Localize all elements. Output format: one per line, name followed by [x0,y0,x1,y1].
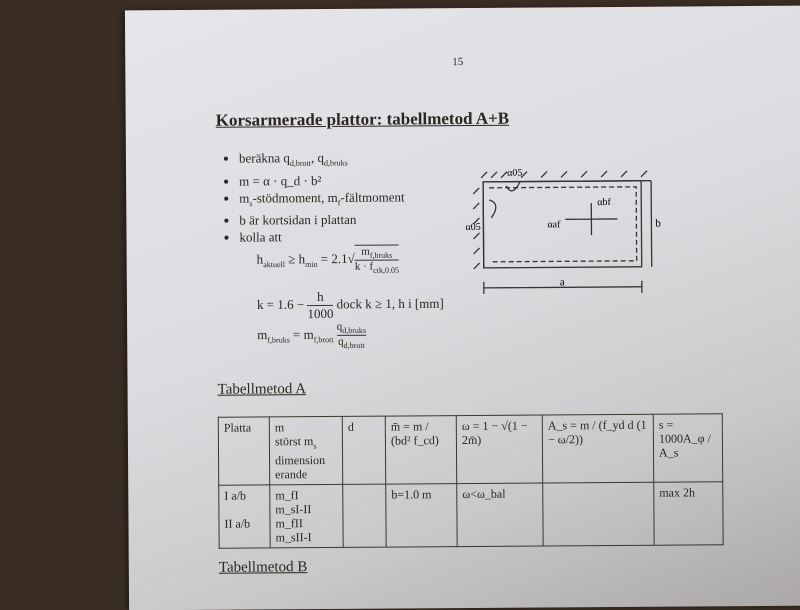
header-cell: A_s = m / (f_yd d (1 − ω/2)) [542,414,653,483]
page-number: 15 [452,56,463,68]
table-cell: b=1.0 m [386,484,457,547]
side-a-label: a [560,276,565,288]
table-cell: max 2h [654,482,723,545]
section-b-heading: Tabellmetod B [219,559,308,577]
alpha-af-label: αaf [547,219,561,230]
section-a-heading: Tabellmetod A [218,381,307,399]
alpha-s-left-label: α05 [465,222,480,233]
header-cell: ω = 1 − √(1 − 2m̄) [456,415,542,484]
document-page: 15 Korsarmerade plattor: tabellmetod A+B… [125,6,800,610]
plate-diagram: α05 α05 αbf αaf b a [461,157,682,309]
bullet-list: beräkna qd,brott, qd,bruks m = α · q_d ·… [221,148,405,245]
bullet-item: beräkna qd,brott, qd,bruks [239,148,405,172]
alpha-bf-label: αbf [597,197,611,208]
bullet-item: kolla att [239,228,405,246]
bullet-item: m = α · q_d · b² [239,171,405,189]
side-b-label: b [655,218,661,230]
bullet-item: ms-stödmoment, mf-fältmoment [239,188,405,212]
bullet-item: b är kortsidan i plattan [239,211,405,229]
page-title: Korsarmerade plattor: tabellmetod A+B [216,109,510,131]
header-cell: m̄ = m / (bd² f_cd) [385,416,456,485]
table-cell: ω<ω_bal [457,483,543,547]
header-cell: d [342,416,385,485]
alpha-s-label: α05 [507,168,522,179]
header-cell: s = 1000A_φ / A_s [653,414,722,483]
table-cell [543,483,654,547]
table-cell [343,484,386,547]
header-cell: Platta [218,417,269,486]
